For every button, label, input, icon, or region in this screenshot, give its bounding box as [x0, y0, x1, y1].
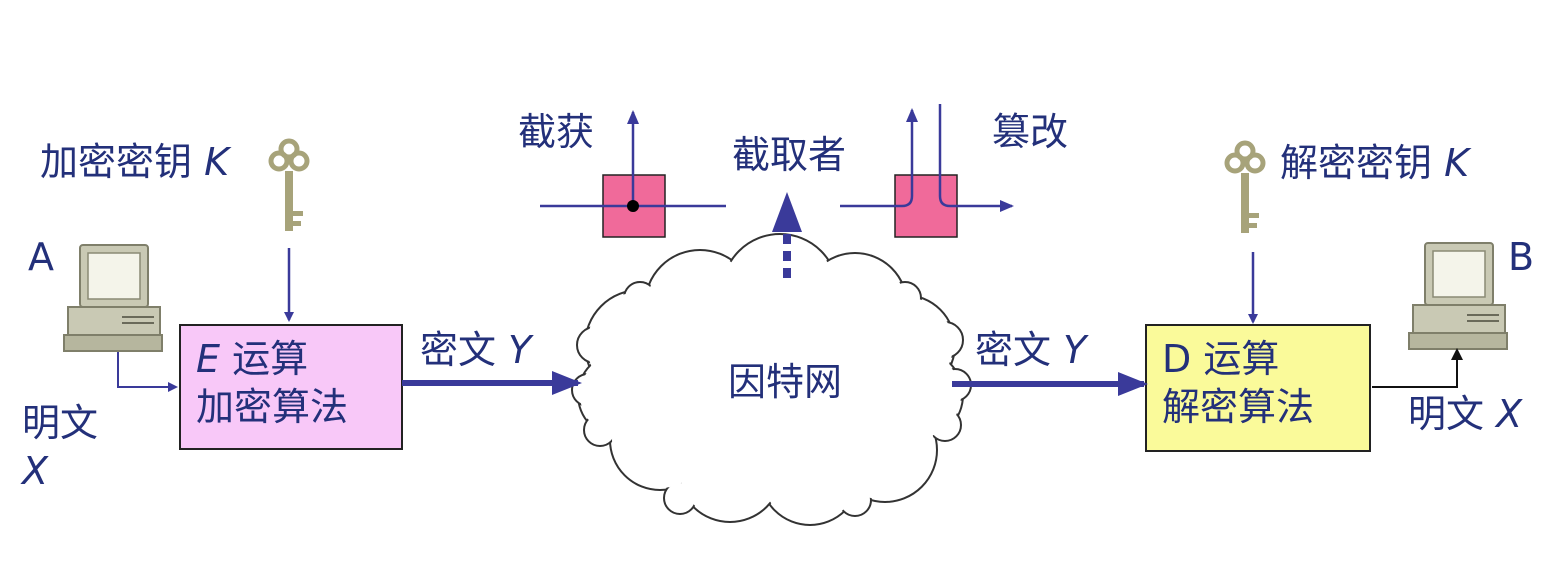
- plaintext-left-label: 明文 X: [22, 400, 98, 495]
- encrypt-key-label: 加密密钥 K: [40, 140, 230, 184]
- encrypt-key-text: 加密密钥: [40, 140, 193, 184]
- ciphertext-left-text: 密文: [420, 328, 497, 372]
- decrypt-key-label: 解密密钥 K: [1280, 141, 1470, 185]
- computer-icon-b: [1408, 242, 1508, 350]
- interceptor-label: 截取者: [732, 133, 847, 177]
- decrypt-op: D 运算: [1162, 337, 1280, 381]
- tamper-symbol: [840, 104, 1014, 238]
- encrypt-op-var: E: [196, 337, 221, 381]
- key-icon-encrypt: [268, 138, 310, 231]
- host-b-label: B: [1508, 235, 1535, 279]
- key-icon-decrypt: [1224, 140, 1266, 233]
- encrypt-algo-name: 加密算法: [196, 384, 349, 429]
- decrypt-box-text: D 运算 解密算法: [1162, 336, 1314, 431]
- decrypt-box: [1145, 324, 1371, 452]
- tamper-label: 篡改: [992, 110, 1069, 154]
- internet-label: 因特网: [728, 360, 843, 404]
- ciphertext-right-label: 密文 Y: [975, 328, 1087, 372]
- ciphertext-left-var: Y: [508, 328, 532, 372]
- plaintext-left-var: X: [22, 448, 49, 493]
- plaintext-in-arrow: [117, 352, 178, 392]
- plaintext-right-label: 明文 X: [1408, 392, 1523, 436]
- host-a-label: A: [28, 235, 54, 279]
- ciphertext-right-var: Y: [1063, 328, 1087, 372]
- encrypt-box-text: E 运算 加密算法: [196, 336, 348, 431]
- encrypt-key-var: K: [204, 140, 230, 184]
- ciphertext-right-text: 密文: [975, 328, 1052, 372]
- decrypt-key-var: K: [1444, 141, 1470, 185]
- decrypt-key-text: 解密密钥: [1280, 141, 1433, 185]
- intercept-label: 截获: [518, 110, 595, 154]
- plaintext-out-arrow: [1372, 348, 1463, 388]
- encrypt-op-line: E 运算: [196, 336, 348, 384]
- encrypt-op: 运算: [232, 337, 309, 381]
- plaintext-left-text: 明文: [22, 401, 99, 445]
- intercept-symbol: [540, 110, 726, 238]
- plaintext-right-var: X: [1496, 392, 1523, 436]
- decrypt-algo-name: 解密算法: [1162, 384, 1315, 429]
- encrypt-box: [179, 324, 403, 450]
- plaintext-right-text: 明文: [1408, 392, 1485, 436]
- ciphertext-left-label: 密文 Y: [420, 328, 532, 372]
- computer-icon-a: [63, 244, 163, 352]
